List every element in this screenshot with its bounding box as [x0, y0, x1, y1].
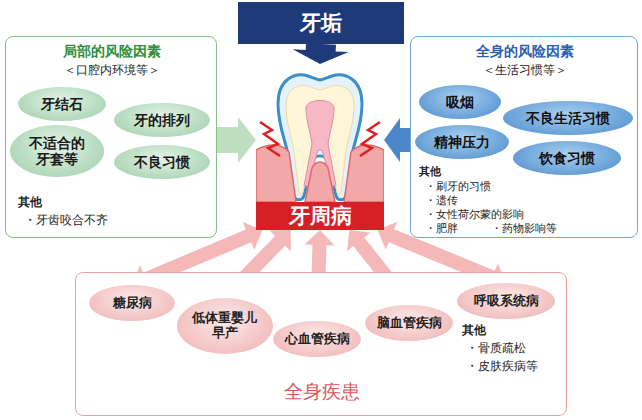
risk-factor-ellipse: 不适合的牙套等 [10, 125, 104, 177]
node-label: 吸烟 [446, 94, 474, 110]
pain-mark [260, 122, 280, 156]
panel-title: 全身疾患 [76, 381, 568, 404]
systemic-disease-panel: 其他・骨质疏松・皮肤疾病等全身疾患 糖尿病低体重婴儿早产心血管疾病 脑血管疾病 呼吸系… [75, 272, 567, 416]
cause-box: 牙垢 [238, 2, 404, 44]
tooth-node: 牙周病 [256, 64, 384, 230]
node-label: 心血管疾病 [285, 332, 350, 347]
node-label: 不良生活习惯 [526, 110, 610, 126]
risk-factor-ellipse: 牙的排列 [114, 103, 210, 137]
bullet-item: ・遗传 [425, 194, 458, 207]
panel-subtitle: ＜生活习惯等＞ [411, 63, 639, 77]
risk-factor-ellipse: 不良习惯 [114, 145, 210, 179]
bullet-item: ・骨质疏松 [466, 341, 526, 355]
gum [305, 162, 335, 202]
risk-factor-ellipse: 精神压力 [415, 125, 509, 159]
node-label: 牙的排列 [134, 112, 190, 128]
node-label: 呼吸系统病 [474, 294, 539, 309]
other-heading: 其他 [419, 165, 441, 178]
disease-ellipse: 脑血管疾病 [365, 305, 453, 341]
node-label: 不良习惯 [134, 154, 190, 170]
disease-ellipse: 低体重婴儿早产 [177, 298, 274, 355]
risk-factor-ellipse: 吸烟 [419, 85, 501, 119]
panel-title: 全身的风险因素 [411, 43, 639, 60]
risk-factor-ellipse: 不良生活习惯 [503, 101, 633, 135]
block-arrow [293, 43, 349, 64]
tooth-illustration [256, 64, 384, 202]
disease-ellipse: 心血管疾病 [273, 321, 361, 357]
risk-factor-ellipse: 饮食习惯 [513, 141, 621, 175]
other-heading: 其他 [18, 195, 42, 209]
disease-ellipse: 呼吸系统病 [457, 283, 555, 319]
node-label: 精神压力 [434, 134, 490, 150]
systemic-risk-panel: 全身的风险因素 ＜生活习惯等＞ 其他・刷牙的习惯・遗传・女性荷尔蒙的影响・肥胖 ・药物… [410, 36, 638, 238]
bullet-item: ・牙齿咬合不齐 [24, 213, 108, 227]
node-label: 低体重婴儿早产 [190, 311, 260, 341]
block-arrow [217, 117, 256, 163]
node-label: 牙结石 [41, 96, 83, 112]
local-risk-panel: 局部的风险因素 ＜口腔内环境等＞ 其他・牙齿咬合不齐 牙结石牙的排列不适合的牙套等不良… [5, 36, 217, 238]
bullet-item: ・肥胖 [425, 222, 458, 235]
node-label: 脑血管疾病 [377, 316, 442, 331]
panel-title: 局部的风险因素 [6, 43, 218, 59]
node-label: 糖尿病 [113, 296, 152, 311]
pain-mark [360, 122, 380, 156]
node-label: 饮食习惯 [539, 150, 595, 166]
bullet-item: ・女性荷尔蒙的影响 [425, 208, 524, 221]
bullet-item: ・刷牙的习惯 [425, 180, 491, 193]
risk-factor-ellipse: 牙结石 [18, 87, 106, 121]
bullet-item: ・药物影响等 [491, 222, 557, 235]
disease-band: 牙周病 [256, 202, 384, 230]
panel-subtitle: ＜口腔内环境等＞ [6, 63, 218, 77]
other-heading: 其他 [462, 323, 486, 337]
disease-ellipse: 糖尿病 [89, 285, 175, 321]
cause-label: 牙垢 [300, 10, 342, 35]
block-arrow [384, 118, 410, 162]
bullet-item: ・皮肤疾病等 [466, 359, 538, 373]
node-label: 不适合的牙套等 [27, 135, 87, 167]
